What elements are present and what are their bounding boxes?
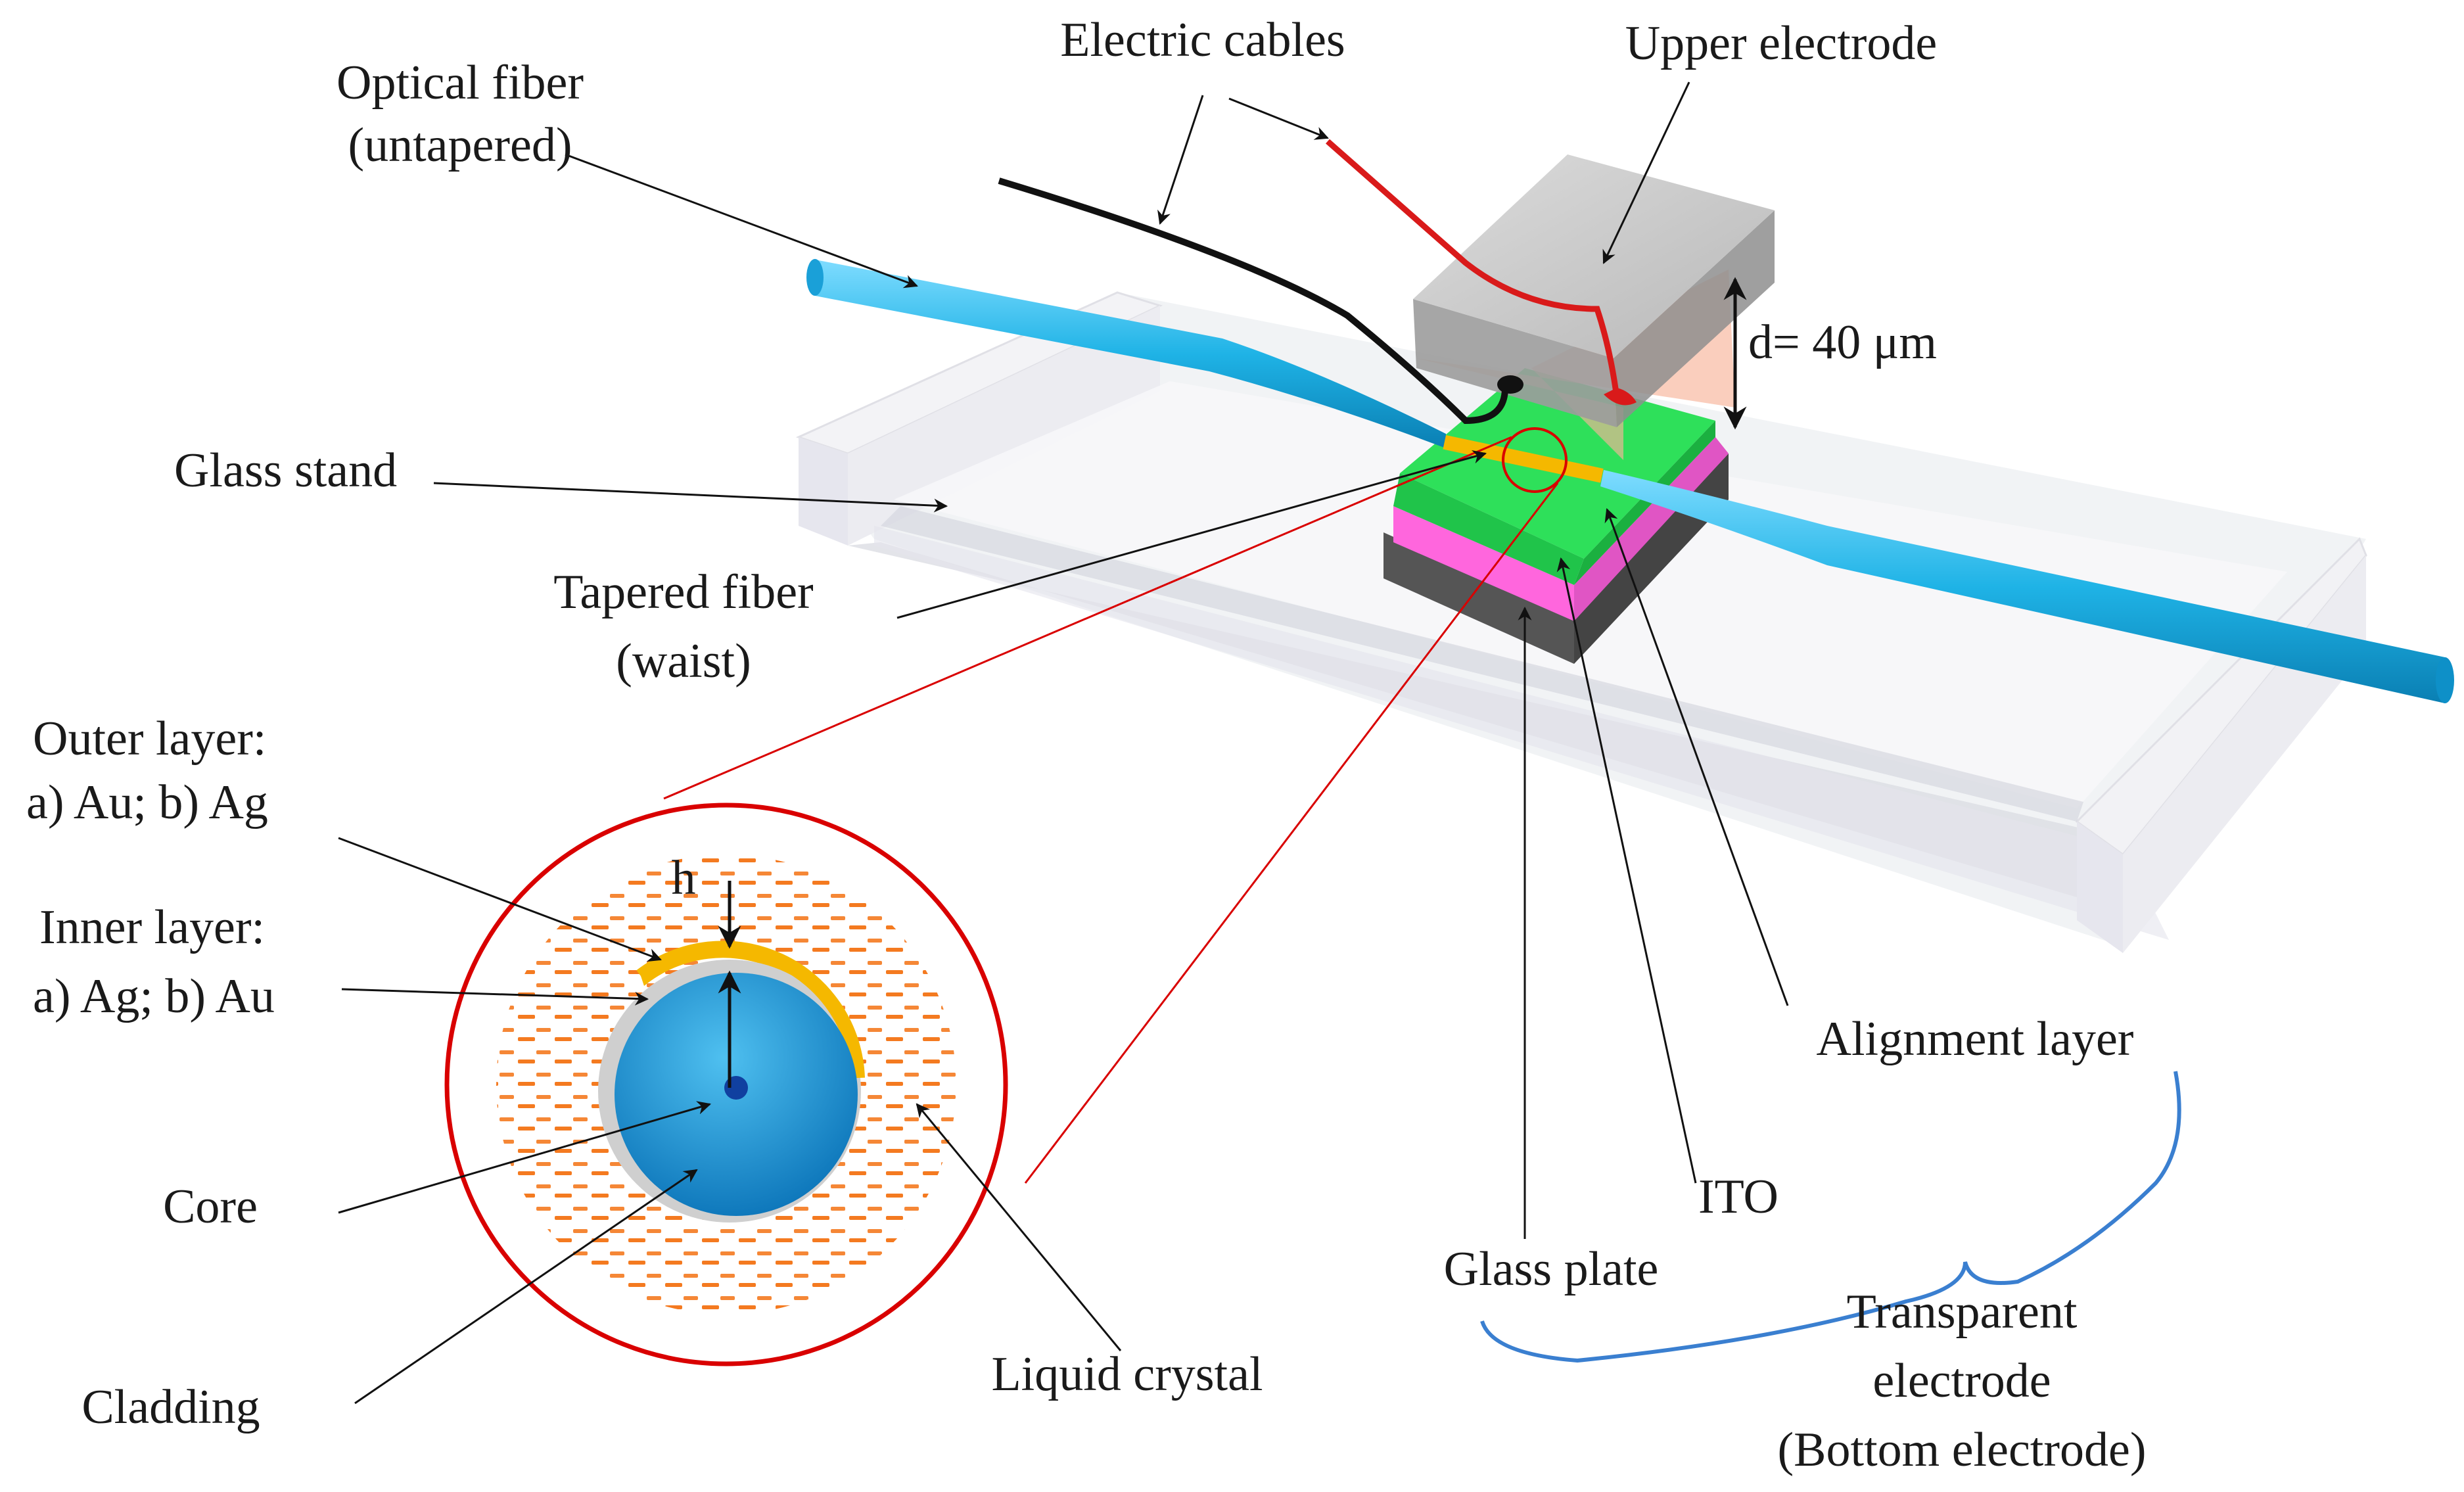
label-inner-layer-sub: a) Ag; b) Au bbox=[33, 969, 275, 1023]
label-glass-stand: Glass stand bbox=[174, 444, 397, 498]
label-optical-fiber: Optical fiber bbox=[337, 56, 584, 110]
label-upper-electrode: Upper electrode bbox=[1625, 16, 1938, 70]
label-gap: d= 40 μm bbox=[1748, 315, 1937, 369]
label-transparent-electrode-3: (Bottom electrode) bbox=[1778, 1423, 2147, 1477]
label-transparent-electrode-2: electrode bbox=[1872, 1354, 2051, 1408]
label-thickness: h bbox=[672, 851, 696, 905]
zoom-origin-circle bbox=[1502, 427, 1568, 493]
label-cladding: Cladding bbox=[81, 1380, 260, 1434]
label-transparent-electrode: Transparent bbox=[1847, 1285, 2078, 1339]
label-outer-layer-sub: a) Au; b) Ag bbox=[26, 776, 268, 829]
red-cable bbox=[1326, 139, 1620, 398]
transparent-electrode-brace bbox=[1480, 1071, 2181, 1363]
label-alignment-layer: Alignment layer bbox=[1817, 1012, 2134, 1066]
label-ito: ITO bbox=[1698, 1170, 1778, 1224]
glass-plate bbox=[1383, 532, 1574, 664]
leader-lines bbox=[338, 82, 1789, 1405]
label-tapered-fiber: Tapered fiber bbox=[553, 565, 813, 619]
electric-cables bbox=[998, 139, 1637, 425]
core bbox=[724, 1076, 748, 1100]
label-electric-cables: Electric cables bbox=[1060, 13, 1345, 67]
label-core: Core bbox=[163, 1180, 258, 1234]
label-outer-layer: Outer layer: bbox=[33, 712, 266, 766]
upper-electrode bbox=[1413, 154, 1775, 460]
label-optical-fiber-sub: (untapered) bbox=[348, 118, 572, 172]
cross-section-zoom bbox=[444, 803, 1008, 1366]
label-glass-plate: Glass plate bbox=[1444, 1242, 1659, 1296]
label-tapered-fiber-sub: (waist) bbox=[616, 634, 751, 688]
black-cable bbox=[998, 177, 1508, 425]
glass-stand bbox=[795, 291, 2367, 953]
ito-layer bbox=[1393, 506, 1574, 621]
label-inner-layer: Inner layer: bbox=[39, 900, 265, 954]
label-liquid-crystal: Liquid crystal bbox=[991, 1347, 1263, 1401]
